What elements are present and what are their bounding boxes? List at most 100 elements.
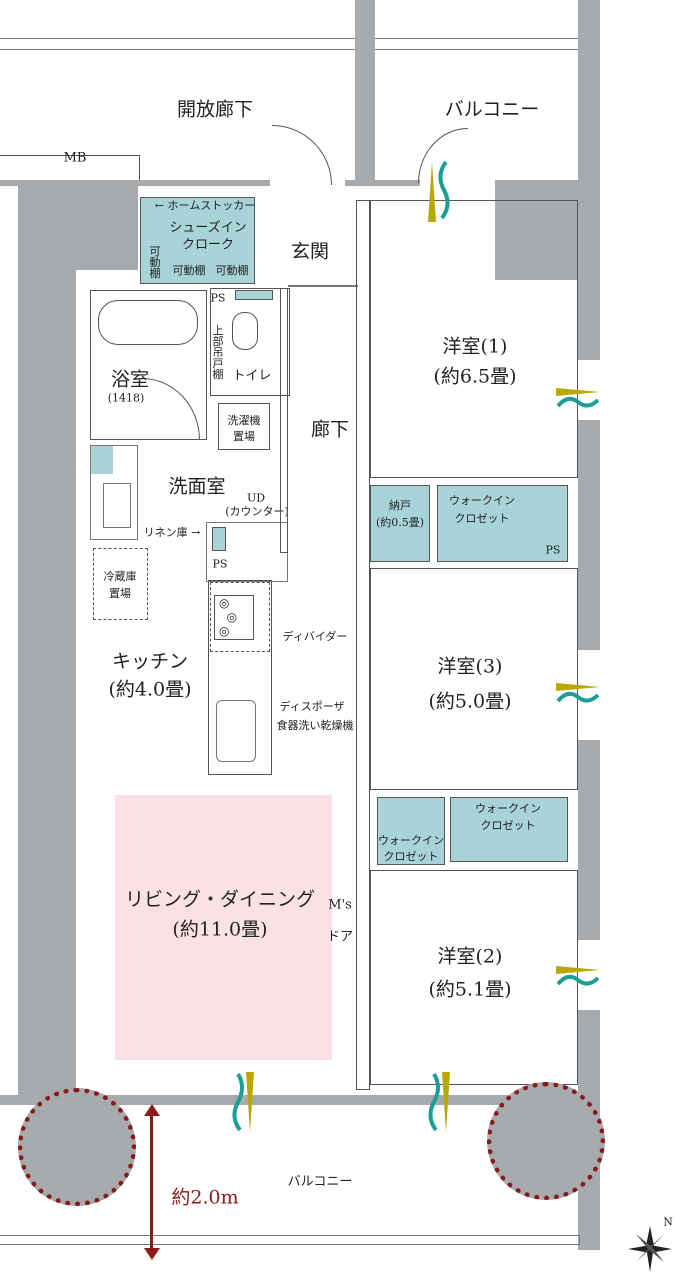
ventilation-icon [556,683,600,703]
balcony-railing [0,1235,580,1245]
depth-label: 約2.0m [171,1186,239,1209]
room1-label: 洋室(1) [442,335,508,358]
bath-size: (1418) [107,391,145,405]
outer-wall-right [578,420,600,650]
toilet-label: トイレ [232,368,272,384]
gas-stove-icon: ◎ ◎◎ [214,595,254,640]
storage-label: 納戸 [389,499,411,512]
linen-label: リネン庫 → [143,526,201,539]
hallway-label: 廊下 [310,418,350,441]
entrance-door [272,125,332,185]
ventilation-icon [428,160,450,222]
depth-arrow [150,1108,153,1253]
storage-size: (約0.5畳) [375,516,425,529]
wall-bottom [0,1095,580,1105]
toilet-room [210,288,290,396]
mb-label: MB [63,150,87,166]
washroom-label: 洗面室 [168,475,226,498]
arrow-head-down [144,1248,160,1260]
shoe-closet-label: クローク [181,237,235,253]
washer-label: 置場 [233,430,255,443]
compass-icon [628,1226,672,1272]
wall-top [345,180,420,186]
fridge-label: 冷蔵庫 [103,570,137,583]
outer-wall-right [578,0,600,360]
wic3-label: ウォークイン [475,802,541,815]
open-corridor-label: 開放廊下 [176,98,254,121]
north-label: N [663,1215,673,1229]
corridor-railing [0,38,580,50]
stove-area [210,582,270,652]
room-1 [370,200,578,478]
kitchen-sink [216,700,256,762]
washer-space [218,403,270,450]
room1-size: (約6.5畳) [433,365,517,388]
wic2-label: クロゼット [383,850,439,863]
kitchen-counter [208,580,272,775]
walk-in-closet-1 [437,485,568,562]
ventilation-icon [428,1072,450,1132]
room3-size: (約5.0畳) [428,690,512,713]
wall-top [0,180,270,186]
living-dining-area [115,795,332,1060]
outer-wall-right [578,740,600,940]
fridge-label: 置場 [109,587,131,600]
shelf-label: 可動棚 [172,264,206,277]
ps-label: PS [212,557,228,571]
room2-size: (約5.1畳) [428,978,512,1001]
shelf-label: 可動棚 [148,245,161,279]
wall-left [18,270,76,1100]
ventilation-icon [232,1072,254,1132]
entrance-label: 玄関 [290,240,330,263]
vanity [90,445,138,540]
living-size: (約11.0畳) [172,918,268,941]
ms-door-label: M's [328,897,352,913]
upper-cabinet-label: 上部吊戸棚 [211,324,224,380]
kitchen-label: キッチン [111,650,189,673]
toilet-tank [235,290,273,300]
ms-door-label: ドア [326,929,354,945]
hallway-wall [280,288,288,553]
wall-pillar [355,0,375,185]
room-3 [370,568,578,790]
storage [370,485,430,562]
disposer-label: ディスポーザ [279,700,345,713]
kitchen-size: (約4.0畳) [108,678,192,701]
wic3-label: クロゼット [480,819,536,832]
divider-label: ディバイダー [282,630,348,643]
pillar-marker-left [18,1088,136,1206]
sink [103,483,131,528]
toilet-bowl [232,312,258,350]
living-label: リビング・ダイニング [124,888,316,911]
ps-label: PS [210,291,226,305]
arrow-head-up [144,1104,160,1116]
ventilation-icon [556,966,600,986]
ps-label: PS [545,543,561,557]
ud-counter-label: (カウンター) [225,505,289,518]
bathtub [98,300,198,345]
bedroom-wall [356,200,370,1090]
ud-label: UD [246,491,266,505]
wic2-label: ウォークイン [378,834,444,847]
pillar-marker-right [487,1082,605,1200]
ventilation-icon [556,388,600,408]
walk-in-closet-3 [450,797,568,862]
washer-label: 洗濯機 [227,414,261,427]
wall-left-top [18,185,138,270]
linen-closet [212,527,226,551]
shoe-closet [140,197,255,284]
wall-block [495,180,580,280]
shelf-label: 可動棚 [215,264,249,277]
room2-label: 洋室(2) [437,945,503,968]
room3-label: 洋室(3) [437,655,503,678]
partition [288,285,358,287]
balcony-bottom-label: バルコニー [287,1174,353,1190]
balcony-top-label: バルコニー [444,98,540,121]
shoe-closet-label: シューズイン [169,220,247,236]
walk-in-closet-2 [377,797,445,865]
vanity-cabinet [91,446,113,474]
dishwasher-label: 食器洗い乾燥機 [276,719,354,732]
wic1-label: クロゼット [454,512,510,525]
bath-label: 浴室 [110,368,150,391]
